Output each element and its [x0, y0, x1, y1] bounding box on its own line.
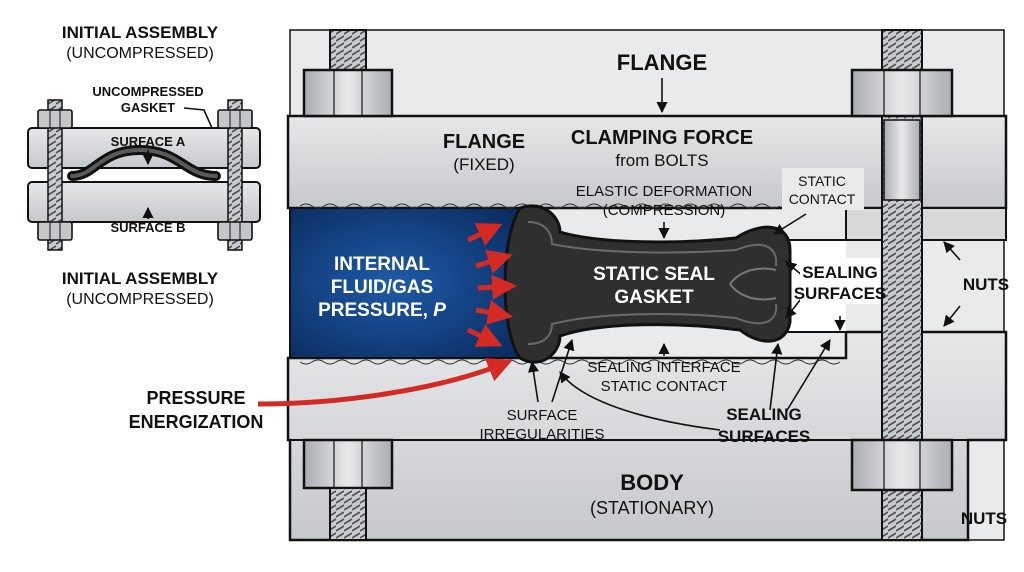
- inset-right-bolt: [217, 99, 253, 251]
- sealing-interface-label-1: SEALING INTERFACE: [587, 359, 740, 376]
- static-contact-label-2: CONTACT: [789, 191, 856, 207]
- inset-bottom-plate: [27, 181, 261, 223]
- right-bolt: [850, 29, 954, 541]
- inset-diagram: INITIAL ASSEMBLY (UNCOMPRESSED): [27, 23, 261, 308]
- flange-fixed-label-1: FLANGE: [443, 131, 525, 153]
- bottom-surface-irregularities: [299, 359, 841, 365]
- surface-a-label: SURFACE A: [111, 134, 186, 149]
- sealing-surfaces-right-label-1: SEALING: [802, 263, 878, 282]
- nuts-bottom-label: NUTS: [961, 509, 1007, 528]
- clamping-force-label-2: from BOLTS: [615, 151, 708, 170]
- pressure-energization-arrow: [257, 358, 513, 407]
- internal-pressure-label-3: PRESSURE, P: [318, 300, 446, 321]
- surface-b-label: SURFACE B: [110, 220, 185, 235]
- body-label-2: (STATIONARY): [590, 498, 714, 518]
- inset-uncompressed-gasket-label-1: UNCOMPRESSED: [92, 84, 203, 99]
- nut-top-right: [850, 68, 954, 118]
- internal-pressure-label-1: INTERNAL: [334, 254, 430, 275]
- left-bolt-bottom: [302, 438, 394, 541]
- pressure-arrows: [466, 223, 517, 347]
- sealing-surfaces-right-label-2: SURFACES: [794, 284, 887, 303]
- static-seal-gasket: [503, 204, 792, 364]
- body-label-1: BODY: [620, 470, 684, 495]
- main-diagram: FLANGE FLANGE (FIXED) CLAMPING FORCE fro…: [129, 29, 1009, 542]
- inset-title-top-line2: (UNCOMPRESSED): [66, 45, 214, 62]
- flange-fixed-label-2: (FIXED): [453, 155, 514, 174]
- top-flange-lip: [845, 207, 1007, 241]
- elastic-deformation-label-1: ELASTIC DEFORMATION: [576, 183, 752, 200]
- elastic-deformation-label-2: (COMPRESSION): [603, 202, 726, 219]
- inset-title-bottom-line2: (UNCOMPRESSED): [66, 291, 214, 308]
- clamping-force-label-1: CLAMPING FORCE: [571, 127, 753, 149]
- static-contact-bg: [782, 168, 864, 210]
- inset-title-top-line1: INITIAL ASSEMBLY: [62, 23, 219, 42]
- gasket-label-2: GASKET: [614, 287, 694, 308]
- nut-bottom-right: [850, 438, 954, 492]
- flange-top-label: FLANGE: [617, 50, 707, 75]
- internal-pressure-label-2: FLUID/GAS: [331, 277, 433, 298]
- pressure-energization-label-2: ENERGIZATION: [129, 412, 264, 432]
- inset-title-bottom-line1: INITIAL ASSEMBLY: [62, 269, 219, 288]
- gasket-label-1: STATIC SEAL: [593, 264, 715, 285]
- left-bolt-top: [302, 29, 394, 118]
- nuts-right-label: NUTS: [963, 275, 1009, 294]
- sealing-interface-label-2: STATIC CONTACT: [601, 378, 728, 395]
- static-contact-label-1: STATIC: [798, 173, 846, 189]
- surface-irregularities-label-1: SURFACE: [507, 407, 578, 424]
- inset-left-bolt: [37, 99, 73, 251]
- sealing-surfaces-right-bg: [800, 258, 880, 304]
- sealing-surfaces-bottom-label-1: SEALING: [726, 405, 802, 424]
- surface-irregularities-label-2: IRREGULARITIES: [479, 426, 604, 443]
- sealing-surfaces-bottom-label-2: SURFACES: [718, 427, 811, 446]
- pressure-energization-label-1: PRESSURE: [146, 388, 245, 408]
- inset-uncompressed-gasket-label-2: GASKET: [121, 100, 175, 115]
